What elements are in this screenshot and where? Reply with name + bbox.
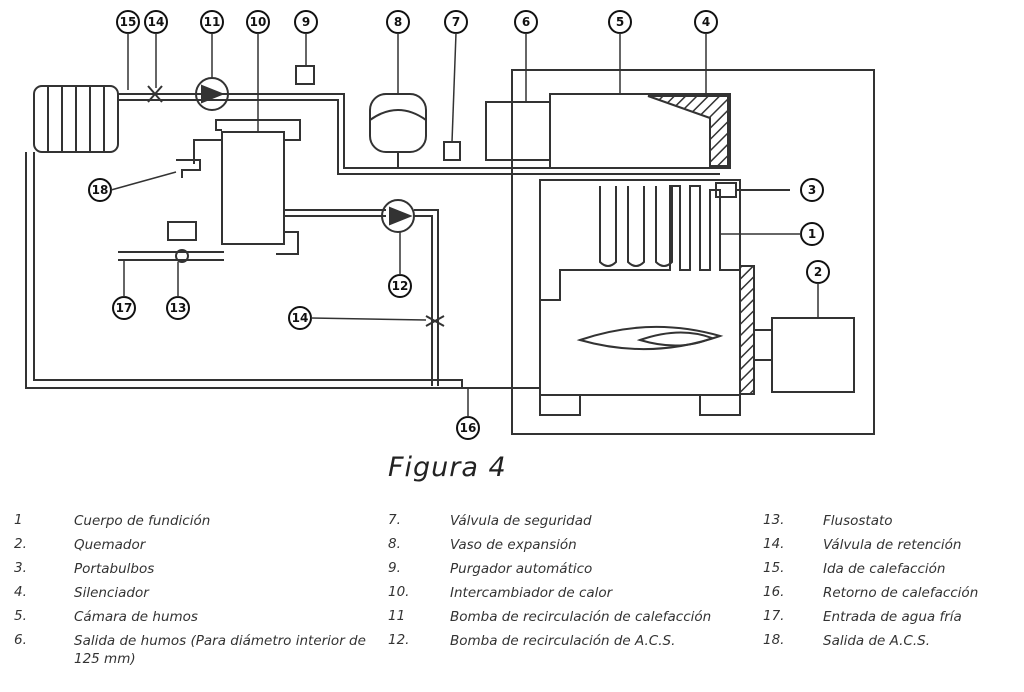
legend-num: 10. xyxy=(388,584,410,600)
legend-label: Cuerpo de fundición xyxy=(74,513,211,529)
flame xyxy=(576,325,724,351)
legend-column-2: 7. Válvula de seguridad 8. Vaso de expansi… xyxy=(388,512,711,656)
legend-label: Retorno de calefacción xyxy=(823,585,979,601)
callout-3 xyxy=(800,178,824,202)
check-valve-lower xyxy=(425,315,445,327)
legend-num: 3. xyxy=(14,560,27,576)
legend-num: 17. xyxy=(763,608,785,624)
legend-num: 13. xyxy=(763,512,785,528)
callout-1-label: 1 xyxy=(808,227,816,241)
legend-num: 11 xyxy=(388,608,406,624)
flow-switch xyxy=(167,221,197,241)
callout-9-label: 9 xyxy=(302,15,310,29)
legend-num: 1 xyxy=(14,512,23,528)
check-valve-top xyxy=(147,85,163,103)
callout-3-label: 3 xyxy=(808,183,816,197)
callout-4-label: 4 xyxy=(702,15,710,29)
legend-label: Bomba de recirculación de A.C.S. xyxy=(450,633,676,649)
callout-17-label: 17 xyxy=(116,301,133,315)
legend-num: 2. xyxy=(14,536,27,552)
callout-6-label: 6 xyxy=(522,15,530,29)
silencer xyxy=(647,95,729,167)
callout-5-label: 5 xyxy=(616,15,624,29)
legend-num: 14. xyxy=(763,536,785,552)
legend-num: 9. xyxy=(388,560,401,576)
legend-label: Portabulbos xyxy=(74,561,155,577)
legend-label: Silenciador xyxy=(74,585,149,601)
legend-label: Salida de A.C.S. xyxy=(823,633,930,649)
legend-label: Bomba de recirculación de calefacción xyxy=(450,609,712,625)
burner xyxy=(771,317,855,393)
callout-18-label: 18 xyxy=(92,183,109,197)
cast-iron-body xyxy=(539,179,741,301)
hot-water-tap xyxy=(176,159,201,178)
legend-num: 15. xyxy=(763,560,785,576)
callout-14-top-label: 14 xyxy=(148,15,165,29)
callout-10-label: 10 xyxy=(250,15,267,29)
legend-label: Entrada de agua fría xyxy=(823,609,962,625)
legend-num: 7. xyxy=(388,512,401,528)
legend-label: Válvula de seguridad xyxy=(450,513,592,529)
expansion-vessel xyxy=(369,93,427,153)
legend-label: Vaso de expansión xyxy=(450,537,577,553)
safety-valve xyxy=(443,141,461,161)
legend-label: Purgador automático xyxy=(450,561,593,577)
legend-num: 18. xyxy=(763,632,785,648)
legend-label: Ida de calefacción xyxy=(823,561,946,577)
legend-num: 16. xyxy=(763,584,785,600)
figure-caption: Figura 4 xyxy=(388,452,507,483)
callout-7-label: 7 xyxy=(452,15,460,29)
callout-14-lower-label: 14 xyxy=(292,311,309,325)
legend-column-3: 13. Flusostato 14. Válvula de retención 15… xyxy=(763,512,978,656)
callout-11-label: 11 xyxy=(204,15,221,29)
legend-num: 8. xyxy=(388,536,401,552)
legend-num: 5. xyxy=(14,608,27,624)
legend-label: Flusostato xyxy=(823,513,893,529)
legend-label: Intercambiador de calor xyxy=(450,585,613,601)
heat-exchanger xyxy=(221,131,285,245)
legend-num: 4. xyxy=(14,584,27,600)
legend-num: 12. xyxy=(388,632,410,648)
callout-12-label: 12 xyxy=(392,279,409,293)
legend-label: Quemador xyxy=(74,537,146,553)
legend-label: Cámara de humos xyxy=(74,609,198,625)
legend-label: Válvula de retención xyxy=(823,537,962,553)
radiator xyxy=(33,85,119,153)
air-vent xyxy=(295,65,315,85)
legend-num: 6. xyxy=(14,632,27,648)
callout-13-label: 13 xyxy=(170,301,187,315)
burner-wall xyxy=(739,265,755,395)
smoke-outlet xyxy=(485,101,551,161)
callout-8-label: 8 xyxy=(394,15,402,29)
callout-2-label: 2 xyxy=(814,265,822,279)
boiler-casing xyxy=(511,69,875,435)
smoke-chamber xyxy=(549,93,731,169)
legend-label: Salida de humos (Para diámetro interior … xyxy=(74,633,366,667)
legend-column-1: 1 Cuerpo de fundición 2. Quemador 3. Portab… xyxy=(14,512,374,676)
callout-16-label: 16 xyxy=(460,421,477,435)
callout-15-label: 15 xyxy=(120,15,137,29)
